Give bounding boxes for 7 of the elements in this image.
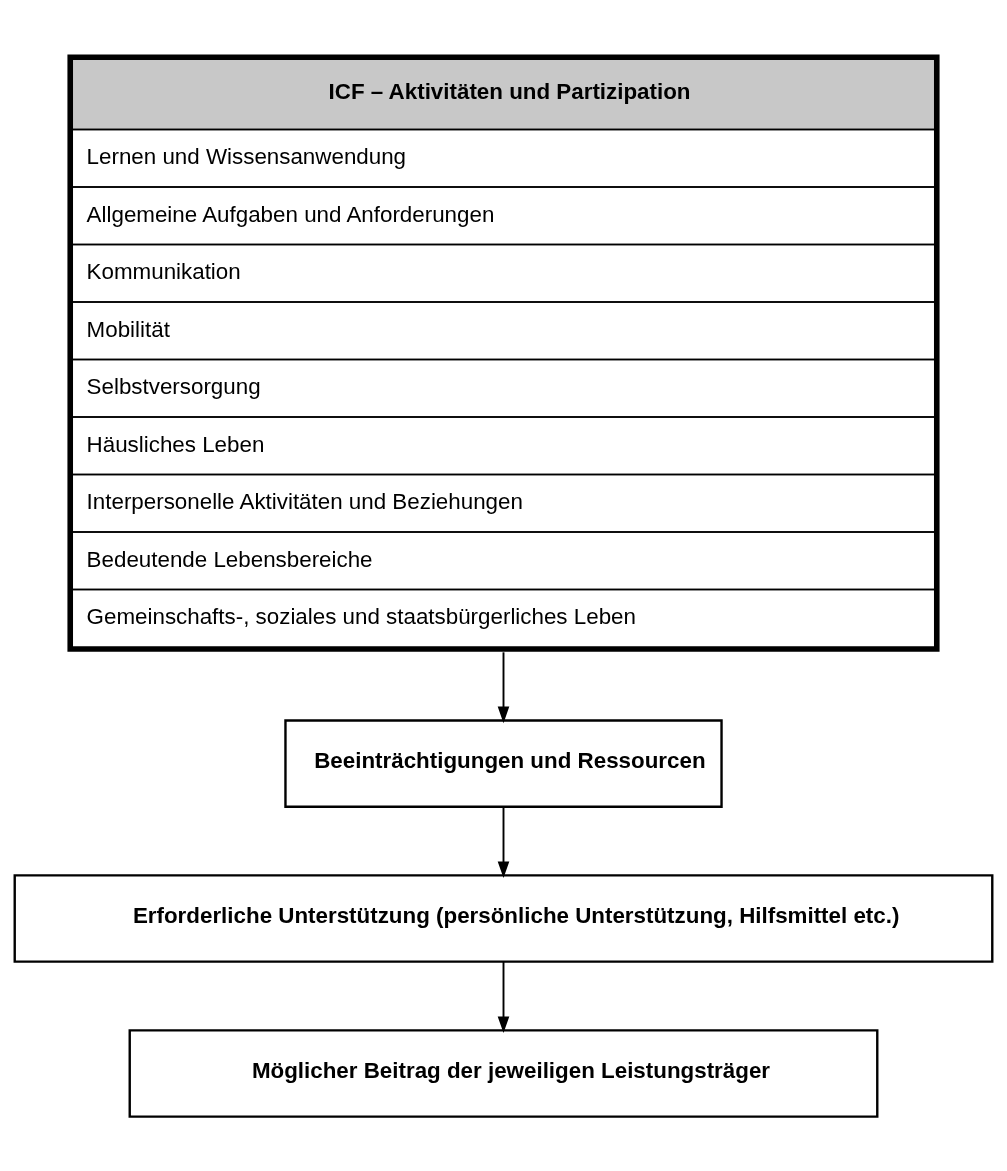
arrow — [497, 961, 510, 1034]
arrow — [497, 651, 510, 724]
arrow — [497, 806, 510, 879]
node-box: Möglicher Beitrag der jeweiligen Leistungsträger — [128, 1029, 879, 1118]
node-box: Erforderliche Unterstützung (persönliche Unterstützung, Hilfsmittel etc.) — [13, 874, 994, 963]
node-box: ICF – Aktivitäten und Partizipation Lernen und Wissensanwendung Allgemeine Aufgaben und Anforderungen Kommunikation Mobilität Selbstversorgung Häusliches Leben Interpersonelle Aktivitäten und Beziehungen Bedeutende Lebensbereiche Gemeinschafts-, soziales und staatsbürgerliches Leben — [67, 54, 940, 652]
node-box: Beeinträchtigungen und Ressourcen — [284, 719, 723, 808]
